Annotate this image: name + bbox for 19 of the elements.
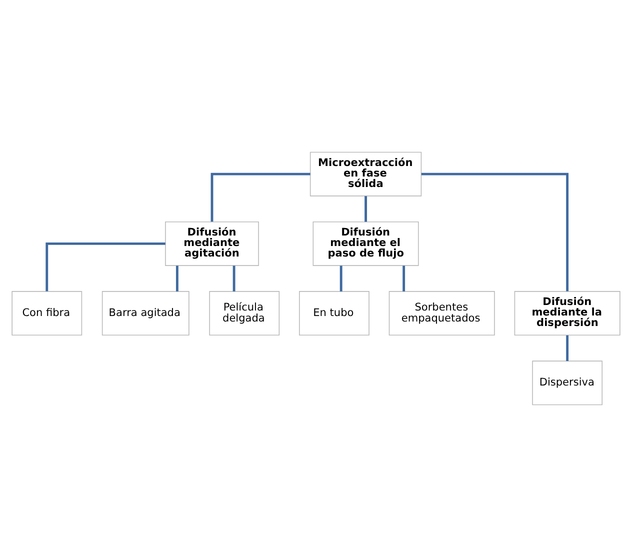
node-box: Difusión mediante la dispersión	[514, 291, 620, 336]
node-box: Microextracción en fase sólida	[310, 152, 422, 196]
node-box: Difusión mediante el paso de flujo	[312, 221, 419, 266]
node-box: Sorbentes empaquetados	[388, 291, 495, 336]
connector	[402, 266, 406, 292]
node-box: Película delgada	[209, 291, 280, 336]
connector	[232, 266, 236, 292]
connector	[421, 172, 569, 292]
connector	[566, 335, 569, 362]
node-box: Difusión mediante agitación	[165, 221, 259, 266]
connector	[46, 242, 166, 292]
connector	[210, 172, 310, 222]
node-box: En tubo	[299, 291, 370, 336]
connector	[340, 266, 342, 292]
node-box: Barra agitada	[102, 291, 190, 336]
node-box: Dispersiva	[532, 360, 603, 406]
node-box: Con fibra	[12, 291, 82, 336]
connector	[176, 266, 178, 292]
connector	[364, 196, 367, 222]
